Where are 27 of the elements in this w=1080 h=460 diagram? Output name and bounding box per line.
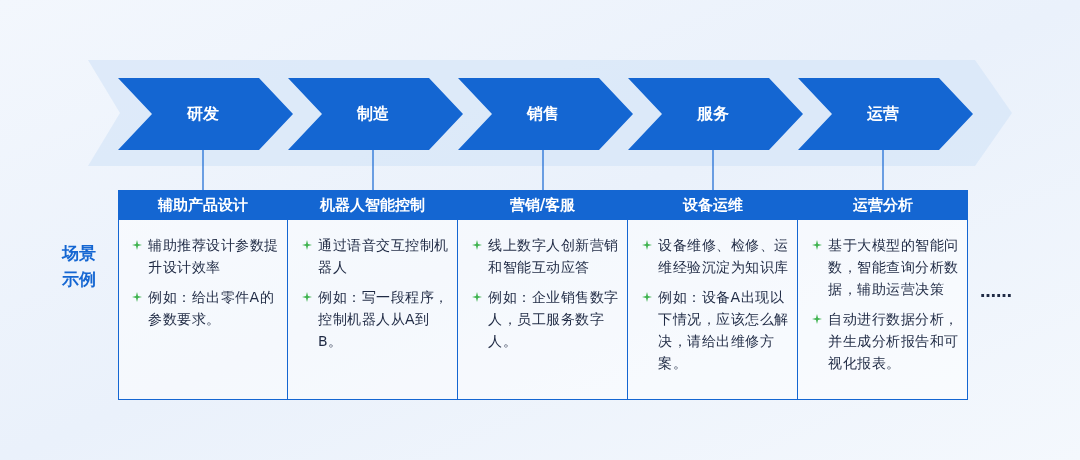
bullet-text: 线上数字人创新营销和智能互动应答: [488, 236, 619, 277]
row-label: 场景示例: [62, 242, 96, 291]
column-heading: 设备运维: [628, 190, 797, 220]
stage-label: 研发: [186, 103, 220, 125]
bullet-text: 例如：写一段程序，控制机器人从A到B。: [318, 288, 449, 351]
stage-label: 服务: [696, 103, 730, 125]
stage-label: 制造: [356, 103, 390, 125]
column-heading: 运营分析: [798, 190, 968, 220]
stage-label: 运营: [866, 103, 900, 125]
bullet-text: 例如：设备A出现以下情况，应该怎么解决，请给出维修方案。: [658, 288, 789, 373]
connector-line: [882, 149, 884, 191]
column-heading: 辅助产品设计: [118, 190, 287, 220]
column-heading: 营销/客服: [458, 190, 627, 220]
bullet-text: 例如：企业销售数字人，员工服务数字人。: [488, 288, 619, 351]
connector-line: [542, 149, 544, 191]
bullet-text: 辅助推荐设计参数提升设计效率: [148, 236, 279, 277]
bullet-text: 通过语音交互控制机器人: [318, 236, 449, 277]
bullet-text: 基于大模型的智能问数，智能查询分析数据，辅助运营决策: [828, 236, 960, 299]
connector-line: [202, 149, 204, 191]
bullet-text: 自动进行数据分析，并生成分析报告和可视化报表。: [828, 310, 960, 373]
connector-line: [712, 149, 714, 191]
connector-line: [372, 149, 374, 191]
stage-label: 销售: [525, 103, 560, 125]
column-heading: 机器人智能控制: [288, 190, 457, 220]
bullet-text: 例如：给出零件A的参数要求。: [148, 288, 276, 329]
bullet-text: 设备维修、检修、运维经验沉淀为知识库: [658, 236, 789, 277]
ellipsis-text: ……: [980, 281, 1012, 303]
